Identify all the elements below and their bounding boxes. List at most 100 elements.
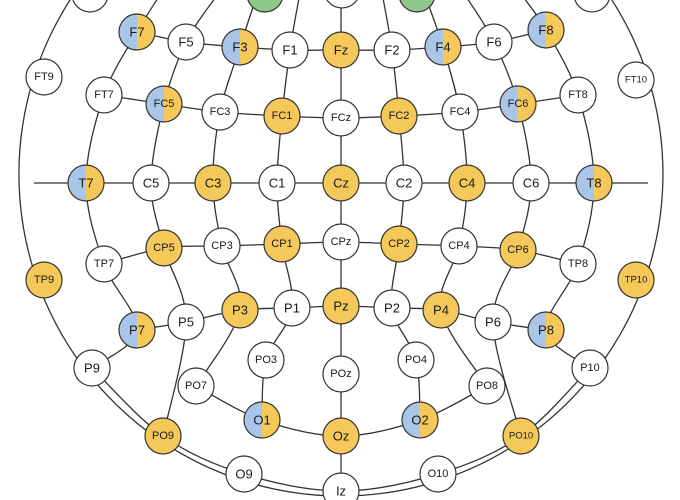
electrode-disc — [178, 368, 214, 404]
electrode-label: FC1 — [272, 110, 293, 122]
electrode-outline — [397, 341, 435, 379]
electrode-tp7: TP7 — [85, 245, 123, 283]
electrode-outline — [85, 76, 123, 114]
electrode-label: FC5 — [154, 98, 175, 110]
electrode-outline — [322, 223, 360, 261]
electrode-outline — [177, 367, 215, 405]
electrode-label: CP5 — [153, 242, 174, 254]
electrode-disc — [323, 100, 359, 136]
electrode-label: Cz — [333, 176, 349, 191]
electrode-po10: PO10 — [502, 417, 540, 455]
electrode-disc — [195, 165, 231, 201]
electrode-disc — [513, 165, 549, 201]
electrode-disc — [226, 456, 262, 492]
electrode-label: C2 — [396, 176, 413, 191]
electrode-poz: POz — [322, 355, 360, 393]
electrode-label: C4 — [459, 176, 476, 191]
electrode-outline — [617, 61, 655, 99]
electrode-disc — [264, 98, 300, 134]
electrode-label: Oz — [333, 429, 350, 444]
electrode-fc3: FC3 — [201, 93, 239, 131]
electrode-disc — [168, 24, 204, 60]
electrode-oz: Oz — [322, 417, 360, 455]
electrode-f2: F2 — [373, 31, 411, 69]
electrode-label: FC6 — [508, 98, 529, 110]
electrode-disc — [398, 342, 434, 378]
electrode-p1: P1 — [273, 289, 311, 327]
electrode-label: P10 — [580, 362, 600, 374]
electrode-outline — [144, 417, 182, 455]
electrode-p8: P8 — [527, 311, 565, 349]
electrode-disc — [441, 228, 477, 264]
electrode-cp3: CP3 — [203, 227, 241, 265]
electrode-cp1: CP1 — [263, 225, 301, 263]
electrode-outline — [194, 164, 232, 202]
electrode-outline — [118, 311, 156, 349]
electrode-disc — [204, 228, 240, 264]
electrode-outline — [527, 311, 565, 349]
electrode-label: P1 — [284, 301, 300, 316]
electrode-p10: P10 — [571, 349, 609, 387]
electrode-disc — [327, 0, 357, 8]
electrode-outline — [422, 291, 460, 329]
electrode-o9: O9 — [225, 455, 263, 493]
electrode-po9: PO9 — [144, 417, 182, 455]
electrode-outline — [559, 76, 597, 114]
electrode-fc5: FC5 — [145, 85, 183, 123]
electrode-blue-half — [68, 165, 86, 201]
electrode-ft8: FT8 — [559, 76, 597, 114]
electrode-disc — [202, 94, 238, 130]
electrode-c3: C3 — [194, 164, 232, 202]
electrode-fc4: FC4 — [441, 93, 479, 131]
electrode-c1: C1 — [258, 164, 296, 202]
electrode-disc — [618, 62, 654, 98]
electrode-outline — [322, 417, 360, 455]
electrode-disc — [323, 356, 359, 392]
electrode-f4: F4 — [424, 28, 462, 66]
electrode-label: P7 — [129, 323, 145, 338]
electrode-outline — [385, 164, 423, 202]
electrode-label: FCz — [331, 112, 351, 124]
electrode-label: F3 — [232, 40, 247, 55]
electrode-outline — [201, 93, 239, 131]
electrode-po3: PO3 — [247, 341, 285, 379]
electrode-disc — [423, 292, 459, 328]
electrode-label: PO10 — [509, 431, 533, 442]
electrode-outline — [221, 28, 259, 66]
electrode-p6: P6 — [474, 303, 512, 341]
electrode-label: PO4 — [405, 354, 427, 366]
electrode-blue-half — [576, 165, 594, 201]
electrode-outline — [499, 231, 537, 269]
electrode-label: TP7 — [94, 258, 114, 270]
electrode-o10: O10 — [419, 455, 457, 493]
electrode-t8: T8 — [575, 164, 613, 202]
electrode-cp2: CP2 — [380, 225, 418, 263]
electrode-outline — [474, 303, 512, 341]
electrode-label: P3 — [232, 303, 248, 318]
electrode-blue-half — [244, 402, 262, 438]
electrode-disc — [469, 368, 505, 404]
electrode-disc — [476, 24, 512, 60]
electrode-fc6: FC6 — [499, 85, 537, 123]
electrode-top-green-left — [247, 0, 283, 13]
electrode-p9: P9 — [73, 349, 111, 387]
electrode-outline — [25, 58, 63, 96]
electrode-label: F7 — [129, 25, 144, 40]
electrode-disc — [146, 230, 182, 266]
electrode-label: F1 — [282, 43, 297, 58]
electrode-outline — [73, 349, 111, 387]
electrode-outline — [502, 417, 540, 455]
electrode-po4: PO4 — [397, 341, 435, 379]
electrode-outline — [25, 261, 63, 299]
electrode-label: POz — [330, 368, 351, 380]
electrode-disc — [264, 226, 300, 262]
electrode-o1: O1 — [243, 401, 281, 439]
electrode-disc — [420, 456, 456, 492]
electrode-label: C3 — [205, 176, 222, 191]
electrode-f3: F3 — [221, 28, 259, 66]
electrode-outline — [419, 455, 457, 493]
electrode-outline — [167, 303, 205, 341]
electrode-label: CP2 — [388, 238, 409, 250]
electrode-outline — [145, 85, 183, 123]
electrode-outline — [322, 99, 360, 137]
